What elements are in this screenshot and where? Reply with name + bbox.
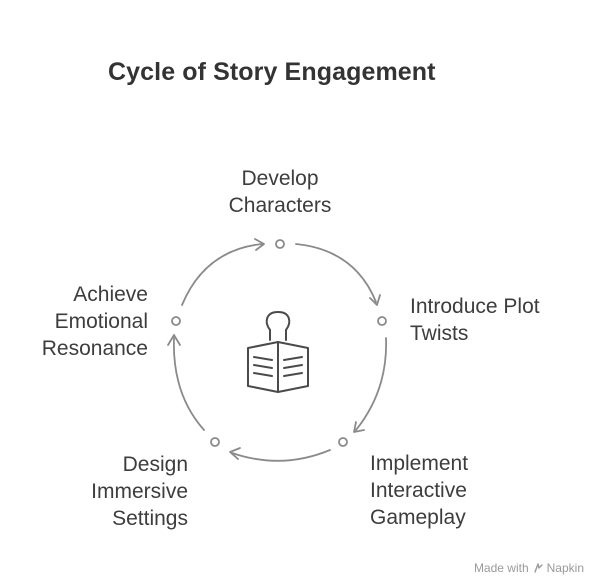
node-design-immersive-settings: [210, 437, 220, 447]
diagram-title: Cycle of Story Engagement: [108, 58, 436, 86]
cycle-nodes: [171, 239, 387, 447]
node-achieve-emotional-resonance: [171, 316, 181, 326]
arrowhead-right-to-bottom-right: [353, 421, 365, 433]
watermark-made-with: Made with: [473, 561, 529, 575]
arrowhead-bottom-right-to-bottom-left: [229, 447, 241, 460]
arrowhead-left-to-top: [254, 238, 265, 251]
step-label-achieve-emotional-resonance: Achieve Emotional Resonance: [41, 283, 148, 360]
arrow-right-to-bottom-right: [355, 337, 387, 431]
napkin-watermark: Made with Napkin: [474, 561, 584, 575]
watermark-brand: Napkin: [546, 561, 584, 575]
napkin-logo-icon: [533, 563, 543, 573]
step-label-introduce-plot-twists: Introduce Plot Twists: [410, 295, 540, 345]
arrow-left-to-top: [181, 243, 263, 306]
node-introduce-plot-twists: [377, 316, 387, 326]
reader-book-icon: [247, 311, 309, 393]
arrow-top-to-right: [295, 243, 377, 303]
arrow-bottom-right-to-bottom-left: [231, 449, 331, 462]
cycle-arrows: [167, 238, 387, 462]
node-implement-interactive-gameplay: [338, 437, 348, 447]
step-label-design-immersive-settings: Design Immersive Settings: [91, 453, 188, 530]
step-label-implement-interactive-gameplay: Implement Interactive Gameplay: [370, 452, 469, 529]
step-label-develop-characters: Develop Characters: [228, 167, 332, 217]
arrow-bottom-left-to-left: [173, 337, 205, 431]
node-develop-characters: [275, 239, 285, 249]
arrowhead-bottom-left-to-left: [167, 334, 181, 346]
arrowhead-top-to-right: [369, 294, 381, 306]
